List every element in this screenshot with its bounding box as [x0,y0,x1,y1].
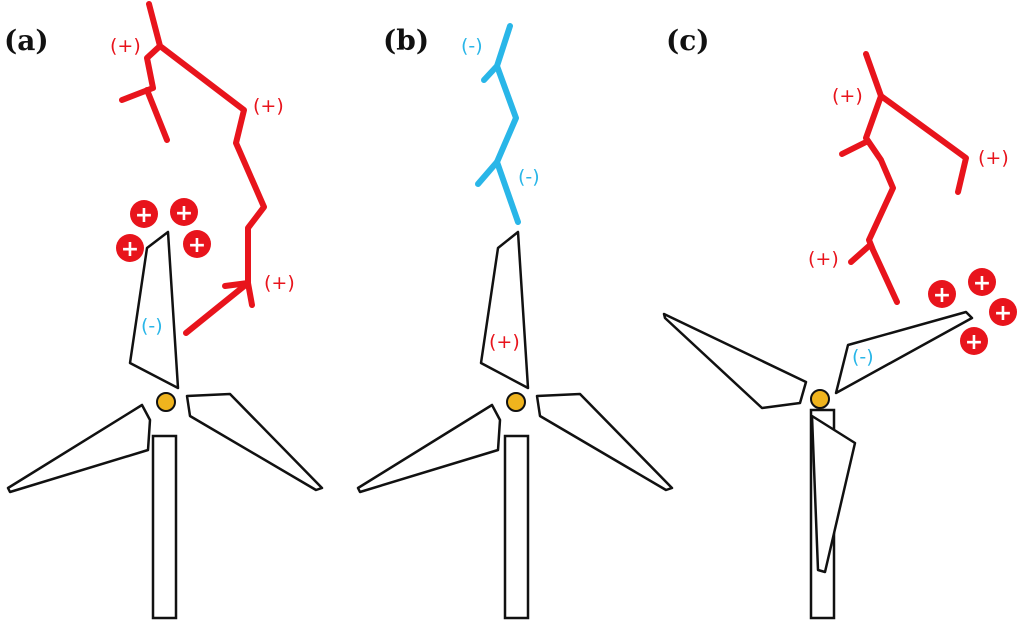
svg-text:+: + [135,203,153,228]
panel-c: (c) (+) (+) (+) (-) + + + + [662,24,1017,620]
positive-charge-icon: + [130,200,158,228]
leader-charge-label: (-) [461,35,483,57]
panel-a-label: (a) [4,24,49,57]
leader-charge-label: (+) [253,95,284,117]
svg-text:+: + [188,233,206,258]
positive-charge-icon: + [968,268,996,296]
panel-b: (b) (-) (-) (+) [356,23,674,620]
positive-charge-icon: + [960,327,988,355]
panel-a: (a) (+) (+) (+) (-) + + + + [4,1,324,620]
leader-charge-label: (+) [978,147,1009,169]
turbine-blade-down [810,414,857,574]
panel-b-label: (b) [383,24,429,57]
turbine-blade-up [128,230,180,390]
lightning-leader-icon [119,1,267,336]
svg-text:+: + [965,330,983,355]
svg-text:+: + [973,271,991,296]
turbine-blade-left [662,312,808,410]
turbine-tower [503,434,530,620]
positive-charge-icon: + [928,280,956,308]
positive-charge-icon: + [170,198,198,226]
turbine-blade-left [356,403,502,494]
leader-charge-label: (+) [110,35,141,57]
leader-charge-label: (+) [264,272,295,294]
turbine-hub-icon [506,392,526,412]
turbine-tower [151,434,178,620]
turbine-blade-left [6,403,152,494]
turbine-hub-icon [810,389,830,409]
positive-charge-icon: + [183,230,211,258]
turbine-blade-right [834,310,974,395]
leader-charge-label: (+) [808,248,839,270]
blade-charge-label: (-) [141,315,163,337]
lightning-leader-icon [839,51,969,305]
svg-text:+: + [994,301,1012,326]
svg-text:+: + [175,201,193,226]
turbine-blade-up [479,230,530,390]
panel-c-label: (c) [666,24,710,57]
leader-charge-label: (+) [832,85,863,107]
positive-charge-cluster: + + + + [116,198,211,262]
turbine-blade-right [535,392,674,492]
svg-text:+: + [933,283,951,308]
turbine-hub-icon [156,392,176,412]
positive-charge-icon: + [116,234,144,262]
positive-charge-icon: + [989,298,1017,326]
blade-charge-label: (+) [489,331,520,353]
lightning-leader-icon [475,23,521,225]
blade-charge-label: (-) [852,346,874,368]
turbine-blade-right [185,392,324,492]
svg-text:+: + [121,237,139,262]
positive-charge-cluster: + + + + [928,268,1017,355]
leader-charge-label: (-) [518,166,540,188]
